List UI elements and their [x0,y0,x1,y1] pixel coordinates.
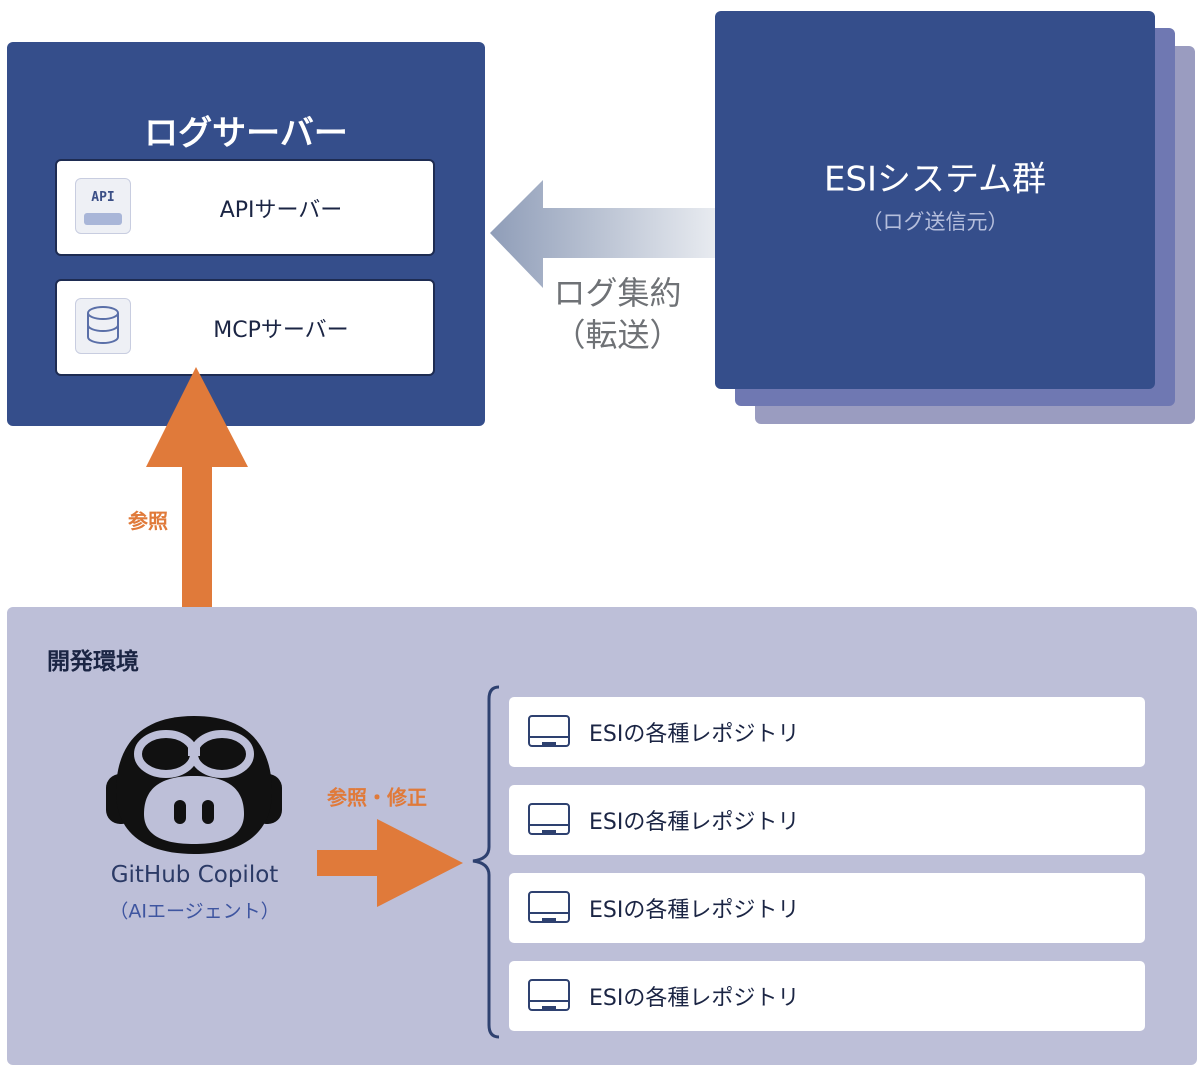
reference-label: 参照 [128,509,168,533]
repository-card[interactable]: ESIの各種レポジトリ [509,785,1145,855]
esi-systems-box: ESIシステム群 （ログ送信元） [715,11,1155,389]
api-icon: API [75,178,131,234]
repository-card[interactable]: ESIの各種レポジトリ [509,873,1145,943]
esi-subtitle: （ログ送信元） [861,210,1009,234]
log-server-box: ログサーバー API APIサーバー MCPサーバー [7,42,485,426]
copilot-role: （AIエージェント） [109,900,280,923]
log-aggregation-label: ログ集約 （転送） [530,272,705,356]
repository-label: ESIの各種レポジトリ [589,898,800,923]
mcp-server-label: MCPサーバー [213,317,349,343]
log-aggregation-arrow [490,180,715,288]
folder-icon [528,979,570,1011]
repository-card[interactable]: ESIの各種レポジトリ [509,697,1145,767]
repository-card[interactable]: ESIの各種レポジトリ [509,961,1145,1031]
repository-label: ESIの各種レポジトリ [589,810,800,835]
api-server-card: API APIサーバー [55,159,435,256]
folder-icon [528,891,570,923]
esi-title: ESIシステム群 [823,159,1047,200]
api-icon-text: API [91,190,115,205]
repository-label: ESIの各種レポジトリ [589,986,800,1011]
api-icon-bar [84,213,122,225]
reference-up-arrow [146,367,248,610]
mcp-server-card: MCPサーバー [55,279,435,376]
log-server-title: ログサーバー [144,113,348,154]
reference-fix-arrow [317,819,463,907]
database-icon [75,298,131,354]
repository-group-brace [472,685,500,1039]
dev-environment-box: 開発環境 GitHub Copilot （AIエージェント） 参照・修正 [7,607,1197,1065]
copilot-icon [106,716,282,854]
dev-environment-title: 開発環境 [47,649,139,675]
folder-icon [528,715,570,747]
log-aggregation-line2: （転送） [553,316,682,354]
log-aggregation-line1: ログ集約 [553,274,682,312]
repository-label: ESIの各種レポジトリ [589,722,800,747]
reference-fix-label: 参照・修正 [327,785,427,810]
folder-icon [528,803,570,835]
api-server-label: APIサーバー [219,197,343,223]
copilot-name: GitHub Copilot [110,862,279,888]
